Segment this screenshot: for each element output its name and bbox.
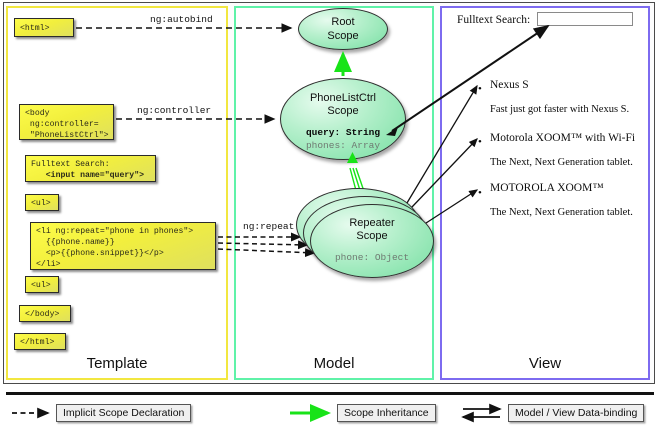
scope-root-line2: Scope xyxy=(327,30,359,42)
view-phone-snippet-2: The Next, Next Generation tablet. xyxy=(490,207,633,218)
code-box-fulltext-search: Fulltext Search: <input name="query"> xyxy=(25,155,156,182)
legend-label-implicit: Implicit Scope Declaration xyxy=(56,404,192,422)
scope-repeater-front: Repeater Scope phone: Object xyxy=(310,204,434,278)
legend-divider xyxy=(6,392,654,395)
column-template: Template xyxy=(6,6,228,380)
edge-label-ng-repeat: ng:repeat xyxy=(243,221,295,232)
scope-repeater-line1: Repeater xyxy=(349,217,395,229)
column-label-model: Model xyxy=(313,355,355,372)
view-bullet-0: • xyxy=(478,83,482,95)
view-phone-snippet-0: Fast just got faster with Nexus S. xyxy=(490,104,630,115)
scope-phonelistctrl-prop-query: query: String xyxy=(305,127,381,138)
code-box-ul-open: <ul> xyxy=(25,194,59,211)
code-box-input-tag: <input name="query"> xyxy=(45,171,145,181)
scope-phonelistctrl: PhoneListCtrl Scope query: String phones… xyxy=(280,78,406,160)
view-search-label: Fulltext Search: xyxy=(457,14,531,26)
code-box-body-close: </body> xyxy=(19,305,71,322)
scope-root: Root Scope xyxy=(298,8,388,50)
scope-phonelistctrl-line2: Scope xyxy=(327,105,359,117)
view-phone-name-2: MOTOROLA XOOM™ xyxy=(490,182,604,194)
scope-phonelistctrl-line1: PhoneListCtrl xyxy=(309,92,377,104)
view-bullet-2: • xyxy=(478,187,482,199)
view-search-input[interactable] xyxy=(537,12,633,26)
code-box-li-repeat: <li ng:repeat="phone in phones"> {{phone… xyxy=(30,222,216,270)
legend-arrow-databinding xyxy=(461,403,502,423)
code-box-ul-close: <ul> xyxy=(25,276,59,293)
edge-label-ng-controller: ng:controller xyxy=(137,105,212,116)
view-bullet-1: • xyxy=(478,136,482,148)
code-box-fulltext-search-input-markup xyxy=(31,171,46,180)
code-box-html-close: </html> xyxy=(14,333,66,350)
view-phone-name-1: Motorola XOOM™ with Wi-Fi xyxy=(490,132,636,144)
legend-label-databinding: Model / View Data-binding xyxy=(508,404,645,422)
code-box-html-open: <html> xyxy=(14,18,74,37)
scope-repeater-prop-phone: phone: Object xyxy=(334,252,410,263)
scope-phonelistctrl-prop-phones: phones: Array xyxy=(305,140,381,151)
edge-label-ng-autobind: ng:autobind xyxy=(150,14,213,25)
legend-label-inheritance: Scope Inheritance xyxy=(337,404,436,422)
scope-repeater-line2: Scope xyxy=(356,230,388,242)
code-box-fulltext-search-label: Fulltext Search: xyxy=(31,160,110,169)
scope-root-line1: Root xyxy=(331,16,355,28)
column-label-view: View xyxy=(528,355,562,372)
column-label-template: Template xyxy=(86,355,148,372)
view-phone-name-0: Nexus S xyxy=(490,79,529,91)
code-box-body-open: <body ng:controller= "PhoneListCtrl"> xyxy=(19,104,114,140)
view-phone-snippet-1: The Next, Next Generation tablet. xyxy=(490,157,633,168)
